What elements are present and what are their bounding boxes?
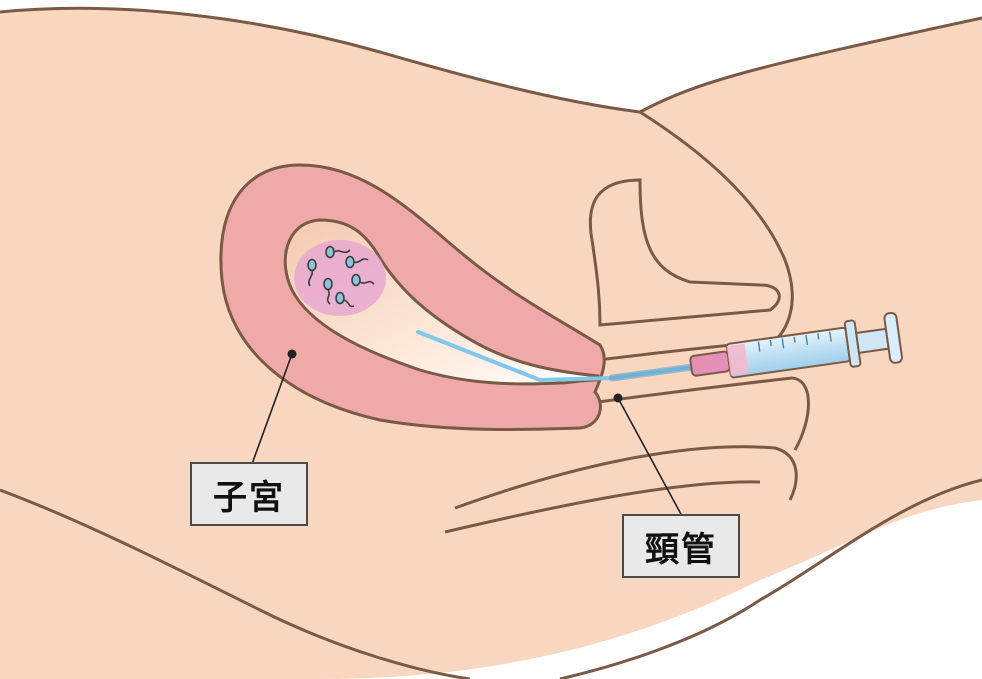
syringe-plunger bbox=[856, 329, 888, 353]
cervix-label: 頸管 bbox=[622, 514, 740, 578]
uterus-label: 子宮 bbox=[190, 462, 308, 526]
sperm-5 bbox=[352, 275, 360, 286]
sperm-2 bbox=[326, 247, 334, 258]
sperm-3 bbox=[346, 257, 354, 268]
syringe-tip bbox=[690, 351, 730, 376]
sperm-4 bbox=[324, 279, 332, 290]
sperm-1 bbox=[308, 260, 316, 271]
sperm-6 bbox=[336, 293, 344, 304]
cervix-leader-dot bbox=[614, 394, 623, 403]
uterus-leader-dot bbox=[288, 350, 297, 359]
